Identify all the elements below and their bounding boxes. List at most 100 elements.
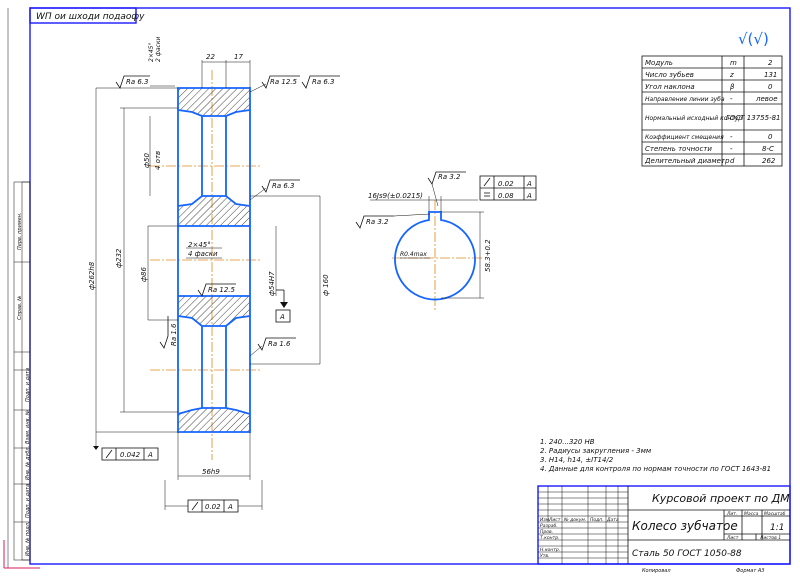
keyway-bore-outline: [394, 211, 476, 301]
side-label-7: Инв. № подл.: [25, 522, 31, 557]
gear-hole-top: [201, 116, 227, 196]
tb-sheet: Лист: [726, 535, 739, 541]
tb-row-approve: Утв.: [540, 553, 549, 559]
dim-chamfer-mid: 2×45°: [188, 241, 211, 249]
dim-22: 22: [206, 53, 215, 61]
keyway-tolerance-1-datum: А: [526, 180, 532, 188]
tolerance-042-datum: А: [147, 451, 153, 459]
side-label-5: Инв. № дубл.: [25, 446, 31, 480]
spec-value-0: 2: [768, 59, 773, 67]
tb-part-name: Колесо зубчатое: [632, 519, 738, 533]
ra63-top-right-callout: Ra 6.3: [301, 75, 340, 89]
footer-format: Формат А3: [736, 568, 764, 574]
header-label-box: [29, 7, 137, 24]
tb-row-doc: № докум.: [563, 517, 586, 523]
side-label-1: Перв. примен.: [17, 212, 23, 250]
spec-value-3: левое: [755, 95, 778, 103]
gear-web-bottom: [177, 315, 251, 327]
spec-name-1: Число зубьев: [645, 71, 694, 79]
roughness-ra63-c: Ra 6.3: [272, 182, 295, 190]
ra125-top-callout: Ra 12.5: [249, 75, 300, 93]
header-rotated-label: WП ои шходи подаофу: [36, 12, 145, 22]
dim-d50-holes: 4 отв: [154, 151, 162, 170]
tb-scale-label: Масштаб: [764, 511, 786, 517]
spec-value-6: 8-С: [762, 145, 774, 153]
side-label-3: Подп. и дата: [25, 368, 31, 402]
tolerance-042: 0.042: [120, 451, 141, 459]
ra16-right-callout: Ra 1.6: [249, 337, 296, 357]
title-block: Изм. Лист № докум. Подп. Дата Разраб. Пр…: [537, 485, 791, 565]
dim-chamfer-top2: 2 фаски: [155, 37, 162, 62]
gear-section-view: [150, 70, 262, 460]
tb-project-title: Курсовой проект по ДМ: [652, 492, 790, 505]
tb-row-list: Лист: [548, 517, 561, 523]
dim-17: 17: [234, 53, 243, 61]
tb-material: Сталь 50 ГОСТ 1050-88: [632, 549, 742, 559]
spec-value-1: 131: [764, 71, 777, 79]
gear-rim-inner-bottom: [177, 407, 251, 415]
tb-row-dev: Разраб.: [540, 523, 558, 529]
spec-symbol-1: z: [729, 71, 734, 79]
dim-d50: ф50: [143, 153, 151, 168]
tolerance-002: 0.02: [205, 503, 221, 511]
runout-tolerance-bottom: 0.02 А: [165, 499, 262, 513]
dim-d86: ф86: [140, 267, 148, 282]
keyway-roughness-b: Ra 3.2: [366, 218, 389, 226]
side-label-4: Взам. инв. №: [25, 410, 31, 444]
dim-d262: ф262h8: [88, 261, 96, 290]
spec-name-4: Нормальный исходный контур: [645, 115, 742, 122]
tb-mass: Масса: [744, 511, 759, 517]
footer-copy: Копировал: [642, 568, 671, 574]
origin-marker: [3, 540, 40, 569]
spec-symbol-6: -: [730, 145, 733, 153]
keyway-ra32-left-callout: Ra 3.2: [355, 213, 431, 229]
spec-symbol-2: β: [730, 83, 735, 91]
note-2: 2. Радиусы закругления - 3мм: [540, 447, 652, 455]
gear-hole-bottom: [201, 326, 227, 408]
spec-symbol-7: d: [730, 157, 735, 165]
spec-value-2: 0: [768, 83, 773, 91]
spec-value-7: 262: [762, 157, 776, 165]
datum-a-label: А: [279, 313, 285, 321]
roughness-ra16-a: Ra 1.6: [170, 323, 178, 346]
dim-d54: ф54H7: [268, 271, 276, 296]
roughness-ra125-a: Ra 12.5: [270, 78, 298, 86]
tb-scale: 1:1: [770, 523, 784, 533]
spec-name-3: Направление линии зуба: [645, 96, 725, 103]
gear-hub-bore: [178, 225, 250, 297]
spec-name-5: Коэффициент смещения: [645, 134, 724, 141]
tb-lit: Лит.: [726, 511, 737, 517]
note-1: 1. 240...320 HB: [540, 438, 595, 446]
dim-d232: ф232: [115, 248, 123, 268]
tb-sheets: Листов 1: [759, 535, 781, 541]
dim-d160: ф 160: [322, 274, 330, 296]
keyway-depth: 58.3+0.2: [484, 239, 492, 272]
datum-a-marker: А: [275, 289, 291, 323]
roughness-checkmark: √(√): [738, 30, 769, 48]
hatch-rim-bottom: [178, 408, 250, 432]
spec-symbol-5: -: [730, 133, 733, 141]
spec-name-6: Степень точности: [645, 145, 712, 153]
tb-row-tcontrol: Т.контр.: [540, 535, 560, 541]
ra63-mid-callout: Ra 6.3: [249, 179, 300, 201]
spec-symbol-0: m: [730, 59, 737, 67]
spec-name-0: Модуль: [645, 59, 673, 67]
gear-web-top: [177, 195, 251, 207]
gear-dimensions: [95, 60, 321, 510]
tolerance-002-datum: А: [227, 503, 233, 511]
ra16-left-callout: Ra 1.6: [159, 316, 178, 349]
spec-name-2: Угол наклона: [645, 83, 695, 91]
technical-notes: 1. 240...320 HB 2. Радиусы закругления -…: [540, 438, 771, 473]
drawing-frame: [29, 7, 791, 565]
gear-rim-inner-top: [177, 109, 251, 117]
tb-row-date: Дата: [606, 517, 619, 523]
roughness-ra125-b: Ra 12.5: [208, 286, 236, 294]
dim-chamfer-top: 2×45°: [148, 43, 155, 62]
tb-row-ncontrol: Н.контр.: [540, 547, 560, 553]
side-stamp-column: Перв. примен. Справ. № Подп. и дата Взам…: [13, 181, 31, 561]
keyway-tolerance-2: 0.08: [498, 192, 514, 200]
tb-row-check: Пров.: [540, 529, 553, 535]
hatch-web-upper: [178, 196, 250, 226]
runout-tolerance-left: 0.042 А: [93, 432, 159, 461]
